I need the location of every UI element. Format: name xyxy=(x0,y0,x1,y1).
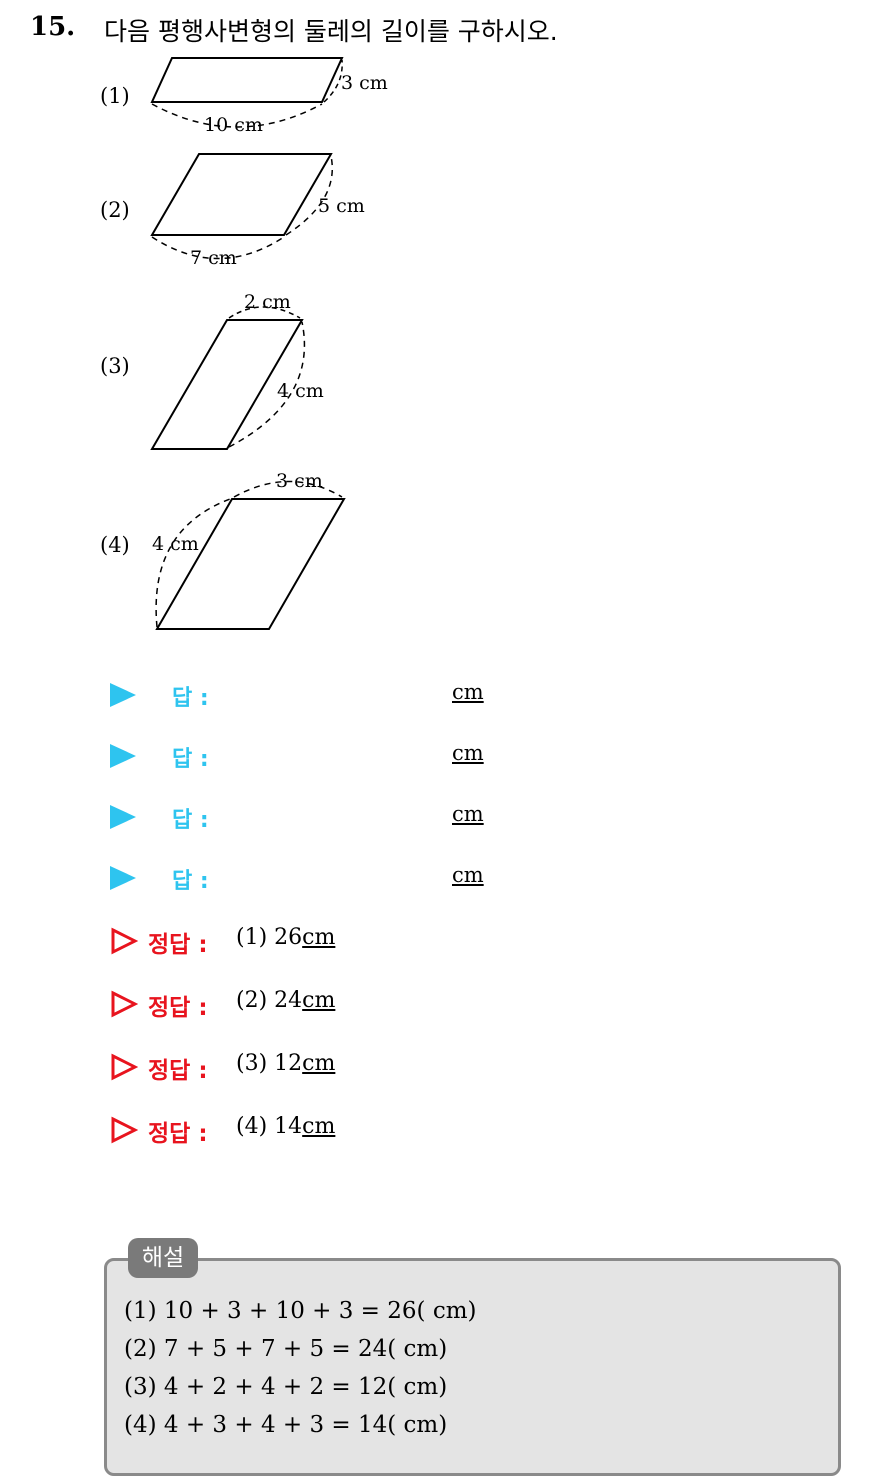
parallelogram-4: 3 cm 4 cm xyxy=(152,470,346,630)
parallelogram-2: 7 cm 5 cm xyxy=(150,153,365,269)
solution-label: 정답 : xyxy=(148,995,208,1021)
parallelogram-3-shape xyxy=(150,319,304,450)
solution-row-3: 정답 : (3) 12cm xyxy=(110,1051,510,1085)
parallelogram-1: 10 cm 3 cm xyxy=(150,57,388,136)
answer-label: 답 : xyxy=(172,808,209,833)
outline-triangle-icon xyxy=(111,1053,138,1081)
parallelogram-1-base-brace xyxy=(151,103,323,128)
answer-label: 답 : xyxy=(172,747,209,772)
answer-label: 답 : xyxy=(172,869,209,894)
parallelogram-3-side-label: 4 cm xyxy=(277,380,324,402)
solution-label: 정답 : xyxy=(148,1058,208,1084)
explanation-line-3: (3) 4 + 2 + 4 + 2 = 12( cm) xyxy=(124,1374,448,1400)
parallelogram-2-base-label: 7 cm xyxy=(190,247,237,269)
parallelogram-1-base-label: 10 cm xyxy=(204,114,263,136)
play-triangle-icon xyxy=(110,683,136,707)
play-triangle-icon xyxy=(110,866,136,890)
problem-label-2: (2) xyxy=(100,198,130,222)
parallelogram-1-shape xyxy=(150,57,344,103)
solution-value: (2) 24cm xyxy=(236,988,336,1013)
explanation-title: 해설 xyxy=(128,1238,198,1278)
parallelogram-4-top-label: 3 cm xyxy=(276,470,323,492)
problem-label-1: (1) xyxy=(100,84,130,108)
solution-label: 정답 : xyxy=(148,932,208,958)
parallelogram-4-top-brace xyxy=(233,480,343,498)
play-triangle-icon xyxy=(110,744,136,768)
answer-unit: cm xyxy=(452,863,484,887)
parallelogram-3-side-brace xyxy=(228,321,306,448)
parallelogram-3-top-label: 2 cm xyxy=(244,291,291,313)
answer-row-1: 답 : cm xyxy=(110,680,530,712)
parallelogram-figures: 10 cm 3 cm 7 cm 5 cm 2 cm 4 cm 3 cm 4 cm xyxy=(150,57,388,630)
explanation-line-2: (2) 7 + 5 + 7 + 5 = 24( cm) xyxy=(124,1336,448,1362)
parallelogram-4-side-label: 4 cm xyxy=(152,533,199,555)
answer-row-4: 답 : cm xyxy=(110,863,530,895)
solution-row-1: 정답 : (1) 26cm xyxy=(110,925,510,959)
solution-value: (4) 14cm xyxy=(236,1114,336,1139)
answer-label: 답 : xyxy=(172,686,209,711)
solution-label: 정답 : xyxy=(148,1121,208,1147)
explanation-box xyxy=(104,1258,841,1476)
solution-row-4: 정답 : (4) 14cm xyxy=(110,1114,510,1148)
question-number: 15. xyxy=(30,12,76,42)
explanation-line-4: (4) 4 + 3 + 4 + 3 = 14( cm) xyxy=(124,1412,448,1438)
parallelogram-2-shape xyxy=(150,153,333,236)
parallelogram-2-side-brace xyxy=(285,155,333,236)
outline-triangle-icon xyxy=(111,1116,138,1144)
answer-unit: cm xyxy=(452,741,484,765)
problem-label-3: (3) xyxy=(100,354,130,378)
parallelogram-2-side-label: 5 cm xyxy=(318,195,365,217)
parallelogram-3: 2 cm 4 cm xyxy=(150,291,324,450)
parallelogram-4-side-brace xyxy=(155,498,231,628)
parallelogram-3-top-brace xyxy=(228,306,301,319)
outline-triangle-icon xyxy=(111,990,138,1018)
solution-value: (3) 12cm xyxy=(236,1051,336,1076)
play-triangle-icon xyxy=(110,805,136,829)
solution-row-2: 정답 : (2) 24cm xyxy=(110,988,510,1022)
answer-unit: cm xyxy=(452,680,484,704)
answer-row-2: 답 : cm xyxy=(110,741,530,773)
answer-row-3: 답 : cm xyxy=(110,802,530,834)
answer-unit: cm xyxy=(452,802,484,826)
solution-value: (1) 26cm xyxy=(236,925,336,950)
parallelogram-4-shape xyxy=(155,498,346,630)
question-text: 다음 평행사변형의 둘레의 길이를 구하시오. xyxy=(104,17,558,46)
parallelogram-1-side-brace xyxy=(323,59,343,103)
problem-label-4: (4) xyxy=(100,533,130,557)
outline-triangle-icon xyxy=(111,927,138,955)
parallelogram-2-base-brace xyxy=(151,236,285,260)
explanation-line-1: (1) 10 + 3 + 10 + 3 = 26( cm) xyxy=(124,1298,477,1324)
parallelogram-1-side-label: 3 cm xyxy=(341,72,388,94)
